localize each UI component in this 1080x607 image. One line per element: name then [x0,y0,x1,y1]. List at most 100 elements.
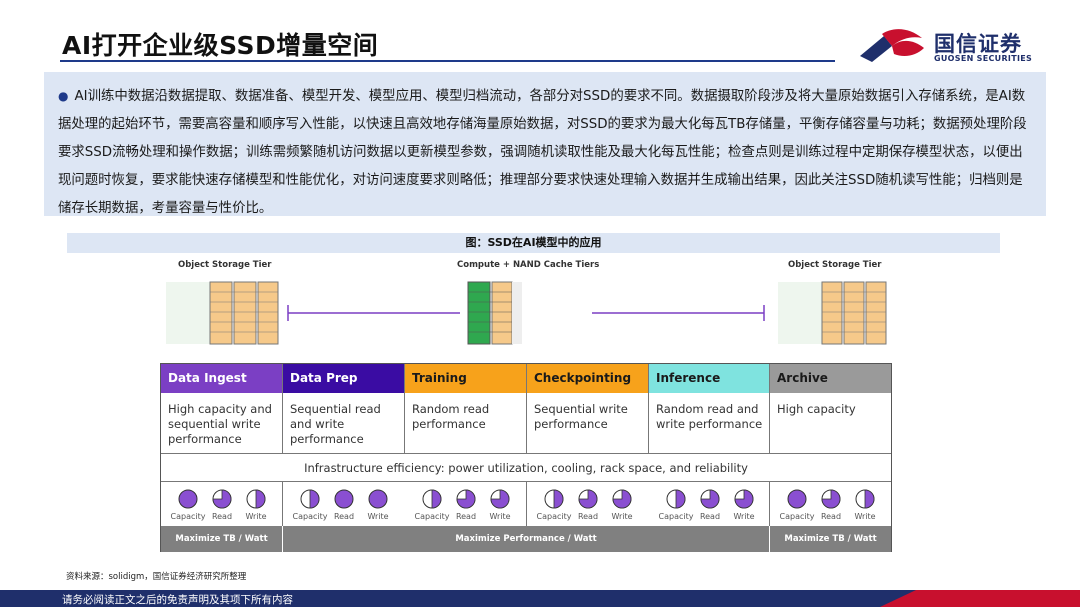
indicator-label: Write [733,512,755,521]
fill-level-icon [178,489,198,509]
summary-text: AI训练中数据沿数据提取、数据准备、模型开发、模型应用、模型归档流动，各部分对S… [58,89,1027,216]
stage-desc-checkpointing: Sequential write performance [527,393,649,453]
read-indicator: Read [449,482,483,526]
icon-cell-data-prep-training [283,482,527,526]
capacity-indicator: Capacity [293,482,327,526]
logo-english-name: GUOSEN SECURITIES [934,54,1033,63]
logo-mark-icon [860,29,924,62]
write-indicator: Write [605,482,639,526]
indicator-label: Read [211,512,233,521]
stage-header-data-prep: Data Prep [283,364,405,393]
stage-table: Data Ingest Data Prep Training Checkpoin… [160,363,892,552]
stage-header-training: Training [405,364,527,393]
fill-level-icon [734,489,754,509]
capacity-read-write-indicators: Capacity Read Write [415,482,517,526]
fill-level-icon [700,489,720,509]
icon-cell-data-ingest [161,482,283,526]
indicator-label: Read [820,512,842,521]
capacity-read-write-indicators: Capacity Read Write [780,482,882,526]
indicator-label: Write [367,512,389,521]
indicator-label: Capacity [292,512,328,521]
right-storage-rack-icon [778,281,887,345]
fill-level-icon [787,489,807,509]
page-title: AI打开企业级SSD增量空间 [62,31,379,60]
indicator-label: Read [699,512,721,521]
footer-cell-tb-watt-left: Maximize TB / Watt [161,526,283,552]
fill-level-icon [368,489,388,509]
stage-header-archive: Archive [770,364,891,393]
infrastructure-row: Infrastructure efficiency: power utiliza… [161,453,891,482]
indicator-label: Write [245,512,267,521]
tier-label-right: Object Storage Tier [788,260,882,270]
capacity-indicator: Capacity [171,482,205,526]
fill-level-icon [821,489,841,509]
indicator-label: Write [854,512,876,521]
icon-cell-checkpointing-inference [527,482,770,526]
fill-level-icon [334,489,354,509]
stage-desc-data-ingest: High capacity and sequential write perfo… [161,393,283,453]
fill-level-icon [855,489,875,509]
capacity-read-write-indicators: Capacity Read Write [293,482,395,526]
company-logo: 国信证券 GUOSEN SECURITIES [858,26,1058,66]
stage-desc-inference: Random read and write performance [649,393,770,453]
capacity-indicator: Capacity [659,482,693,526]
indicator-label: Read [455,512,477,521]
fill-level-icon [246,489,266,509]
fill-level-icon [422,489,442,509]
capacity-indicator: Capacity [415,482,449,526]
indicator-label: Write [489,512,511,521]
source-note: 资料来源：solidigm，国信证券经济研究所整理 [66,572,247,582]
stage-header-checkpointing: Checkpointing [527,364,649,393]
tier-label-left: Object Storage Tier [178,260,272,270]
summary-paragraph: ●AI训练中数据沿数据提取、数据准备、模型开发、模型应用、模型归档流动，各部分对… [58,82,1032,223]
title-underline [60,60,835,62]
logo-chinese-name: 国信证券 [934,32,1022,56]
indicator-label: Write [611,512,633,521]
fill-level-icon [456,489,476,509]
figure-caption: 图：SSD在AI模型中的应用 [67,233,1000,253]
write-indicator: Write [361,482,395,526]
fill-level-icon [300,489,320,509]
summary-box: ●AI训练中数据沿数据提取、数据准备、模型开发、模型应用、模型归档流动，各部分对… [44,72,1046,216]
indicator-label: Read [577,512,599,521]
indicator-label: Capacity [779,512,815,521]
write-indicator: Write [239,482,273,526]
tier-label-center: Compute + NAND Cache Tiers [457,260,600,270]
indicator-label: Capacity [658,512,694,521]
fill-level-icon [666,489,686,509]
fill-level-icon [544,489,564,509]
fill-level-icon [612,489,632,509]
capacity-indicator: Capacity [537,482,571,526]
capacity-read-write-indicators: Capacity Read Write [659,482,761,526]
footer-cell-tb-watt-right: Maximize TB / Watt [770,526,891,552]
indicator-label: Capacity [170,512,206,521]
compute-rack-icon [467,281,522,345]
fill-level-icon [490,489,510,509]
write-indicator: Write [727,482,761,526]
footer-bar [0,590,1080,607]
read-indicator: Read [205,482,239,526]
footer-cell-performance-watt: Maximize Performance / Watt [283,526,770,552]
fill-level-icon [212,489,232,509]
stage-header-inference: Inference [649,364,770,393]
capacity-read-write-indicators: Capacity Read Write [537,482,639,526]
read-indicator: Read [571,482,605,526]
stage-desc-training: Random read performance [405,393,527,453]
read-indicator: Read [327,482,361,526]
bullet-icon: ● [58,89,69,103]
indicator-label: Capacity [414,512,450,521]
stage-desc-data-prep: Sequential read and write performance [283,393,405,453]
footer-disclaimer: 请务必阅读正文之后的免责声明及其项下所有内容 [62,594,293,606]
indicator-label: Read [333,512,355,521]
capacity-indicator: Capacity [780,482,814,526]
write-indicator: Write [483,482,517,526]
stage-desc-archive: High capacity [777,402,856,416]
read-indicator: Read [693,482,727,526]
write-indicator: Write [848,482,882,526]
read-indicator: Read [814,482,848,526]
footer-red-accent [880,590,1080,607]
indicator-label: Capacity [536,512,572,521]
left-storage-rack-icon [166,281,279,345]
stage-header-data-ingest: Data Ingest [161,364,283,393]
